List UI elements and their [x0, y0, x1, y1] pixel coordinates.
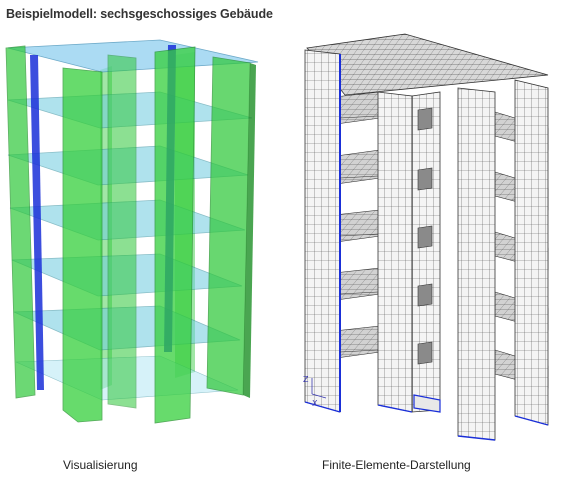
figure-title: Beispielmodell: sechsgeschossiges Gebäud… [6, 7, 273, 21]
fe-wall-right [514, 79, 549, 426]
fe-wall-left [304, 49, 341, 413]
column-left [30, 55, 44, 390]
axis-z-label: Z [303, 375, 309, 384]
caption-visualization: Visualisierung [63, 458, 138, 472]
visualization-model [5, 39, 259, 424]
axis-x-label: X [312, 399, 318, 408]
fe-mesh-model: Z X [303, 33, 549, 441]
wall-front-left [5, 45, 36, 399]
wall-right-edge [243, 63, 256, 398]
fe-core-openings [417, 107, 433, 365]
axis-indicator: Z X [303, 375, 327, 408]
fe-wall-center-left [377, 91, 413, 413]
wall-inner [107, 54, 137, 409]
roof-slab [7, 39, 259, 73]
wall-front-center-left [62, 67, 103, 423]
wall-front-center-right [154, 46, 196, 424]
fe-wall-center-right [457, 87, 496, 441]
fe-slab-edges [339, 115, 379, 353]
fe-roof-slab [306, 33, 549, 96]
caption-fe-representation: Finite-Elemente-Darstellung [322, 458, 471, 472]
fe-core-wall [411, 91, 441, 413]
wall-front-right [206, 56, 251, 396]
